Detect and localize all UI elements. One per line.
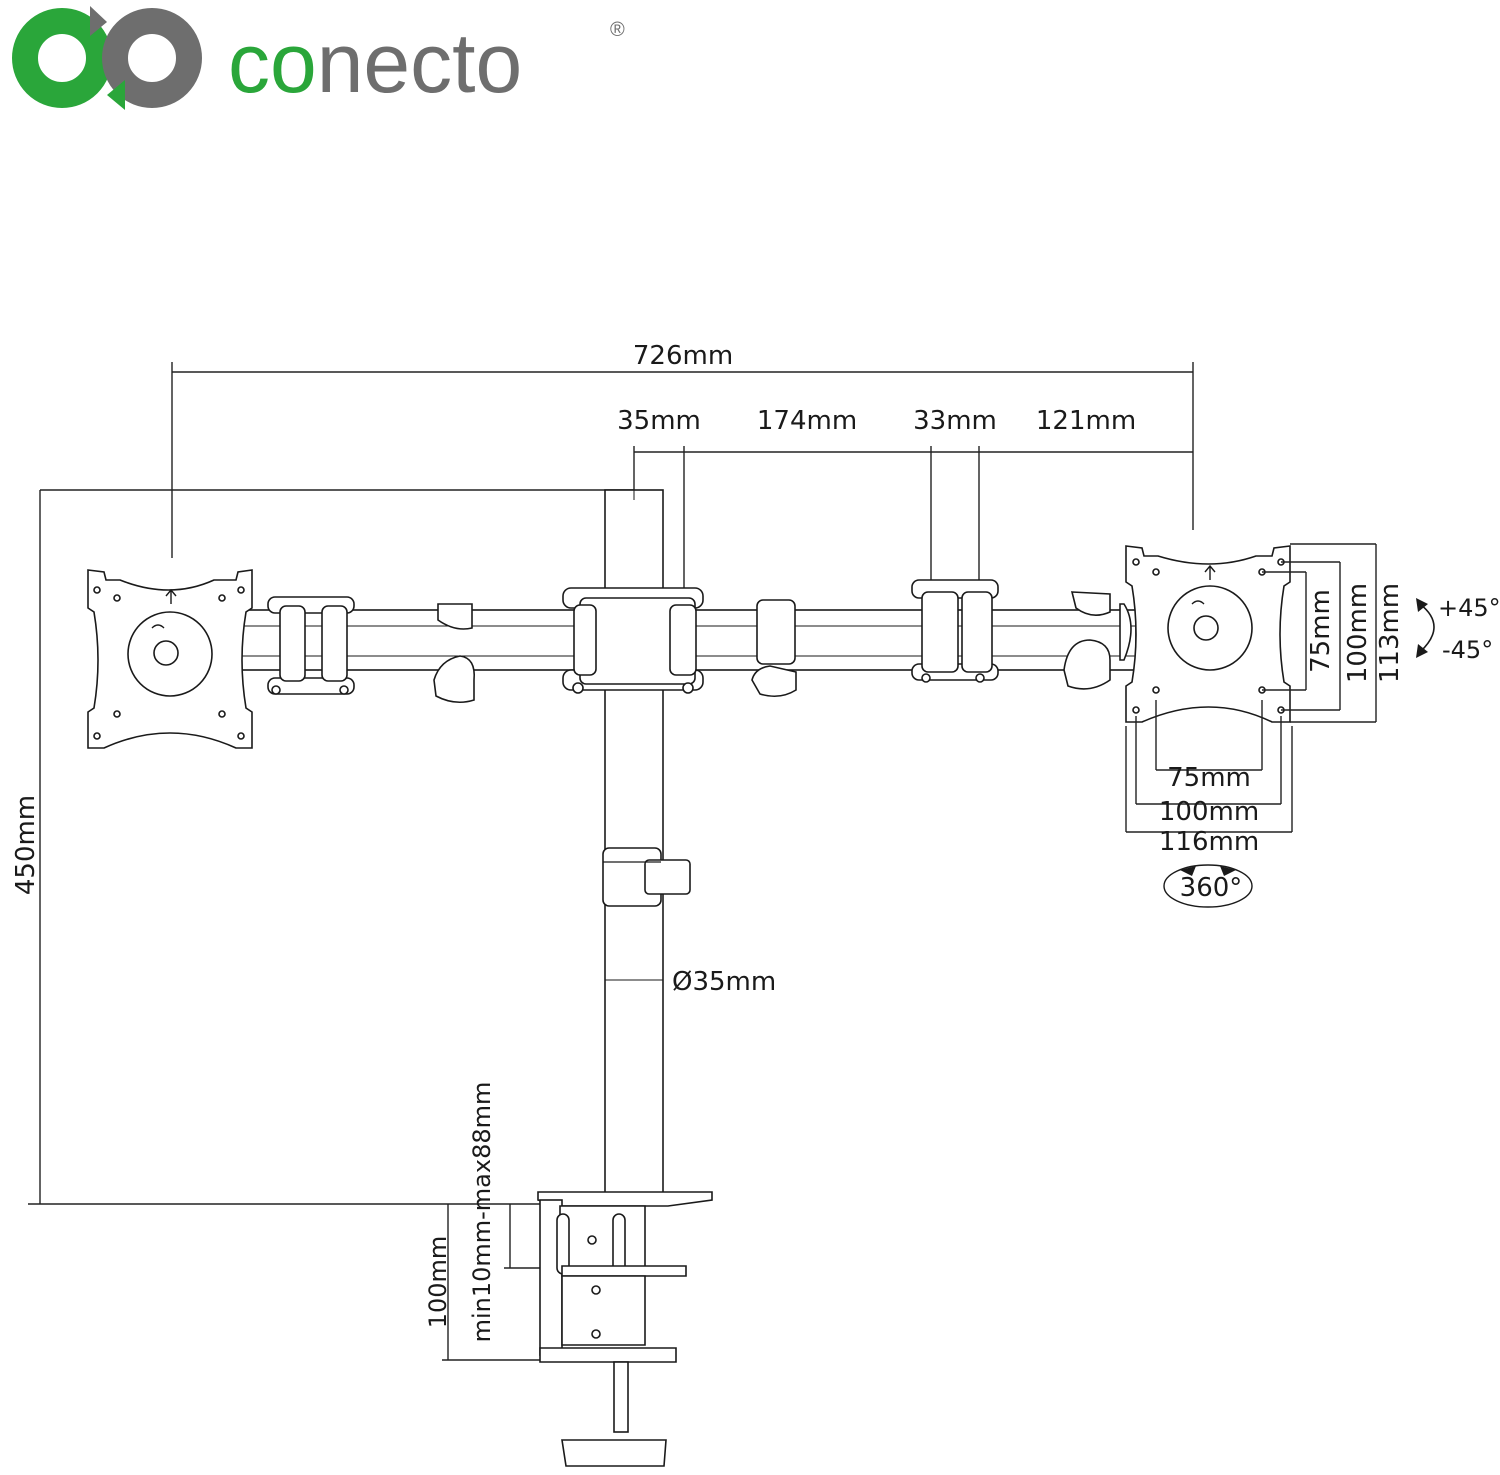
logo-mark-icon xyxy=(12,6,202,110)
vesa-h-outer-label: 100mm xyxy=(1159,797,1259,827)
registered-mark: ® xyxy=(610,19,625,41)
center-hub xyxy=(562,587,704,694)
tilt-arrow-icon xyxy=(1416,598,1435,658)
segment-4-label: 121mm xyxy=(1036,406,1136,436)
clamp-depth-label: 100mm xyxy=(424,1236,452,1329)
vesa-v-inner-label: 75mm xyxy=(1306,589,1336,673)
vesa-h-inner-label: 75mm xyxy=(1167,763,1251,793)
pole-diameter-label: Ø35mm xyxy=(672,967,776,997)
height-label: 450mm xyxy=(11,795,41,895)
segment-3-label: 33mm xyxy=(913,406,997,436)
segment-1-label: 35mm xyxy=(617,406,701,436)
height-dimension-lines xyxy=(28,489,634,1205)
cable-clips xyxy=(433,591,1111,704)
total-width-label: 726mm xyxy=(633,341,733,371)
dimension-labels: 726mm 35mm 174mm 33mm 121mm 450mm Ø35mm … xyxy=(11,341,1500,1342)
right-joint xyxy=(911,579,999,683)
logo-wordmark: conecto xyxy=(228,16,522,110)
rotation-arrow-icon xyxy=(1163,864,1253,908)
vesa-v-outer-label: 100mm xyxy=(1343,583,1373,683)
left-vesa-plate xyxy=(87,569,253,749)
top-dimension-lines xyxy=(171,362,1194,588)
plate-width-label: 116mm xyxy=(1159,827,1259,857)
desk-clamp xyxy=(537,1191,713,1467)
plate-height-label: 113mm xyxy=(1375,583,1405,683)
rotation-label: 360° xyxy=(1180,873,1243,903)
vesa-dimension-lines xyxy=(1125,543,1377,833)
tilt-up-label: +45° xyxy=(1438,594,1500,622)
right-vesa-plate xyxy=(1119,545,1291,723)
conecto-logo: conecto ® xyxy=(12,6,625,110)
segment-2-label: 174mm xyxy=(757,406,857,436)
left-joint xyxy=(267,596,355,695)
clamp-range-label: min10mm-max88mm xyxy=(468,1082,496,1343)
tilt-down-label: -45° xyxy=(1442,636,1493,664)
